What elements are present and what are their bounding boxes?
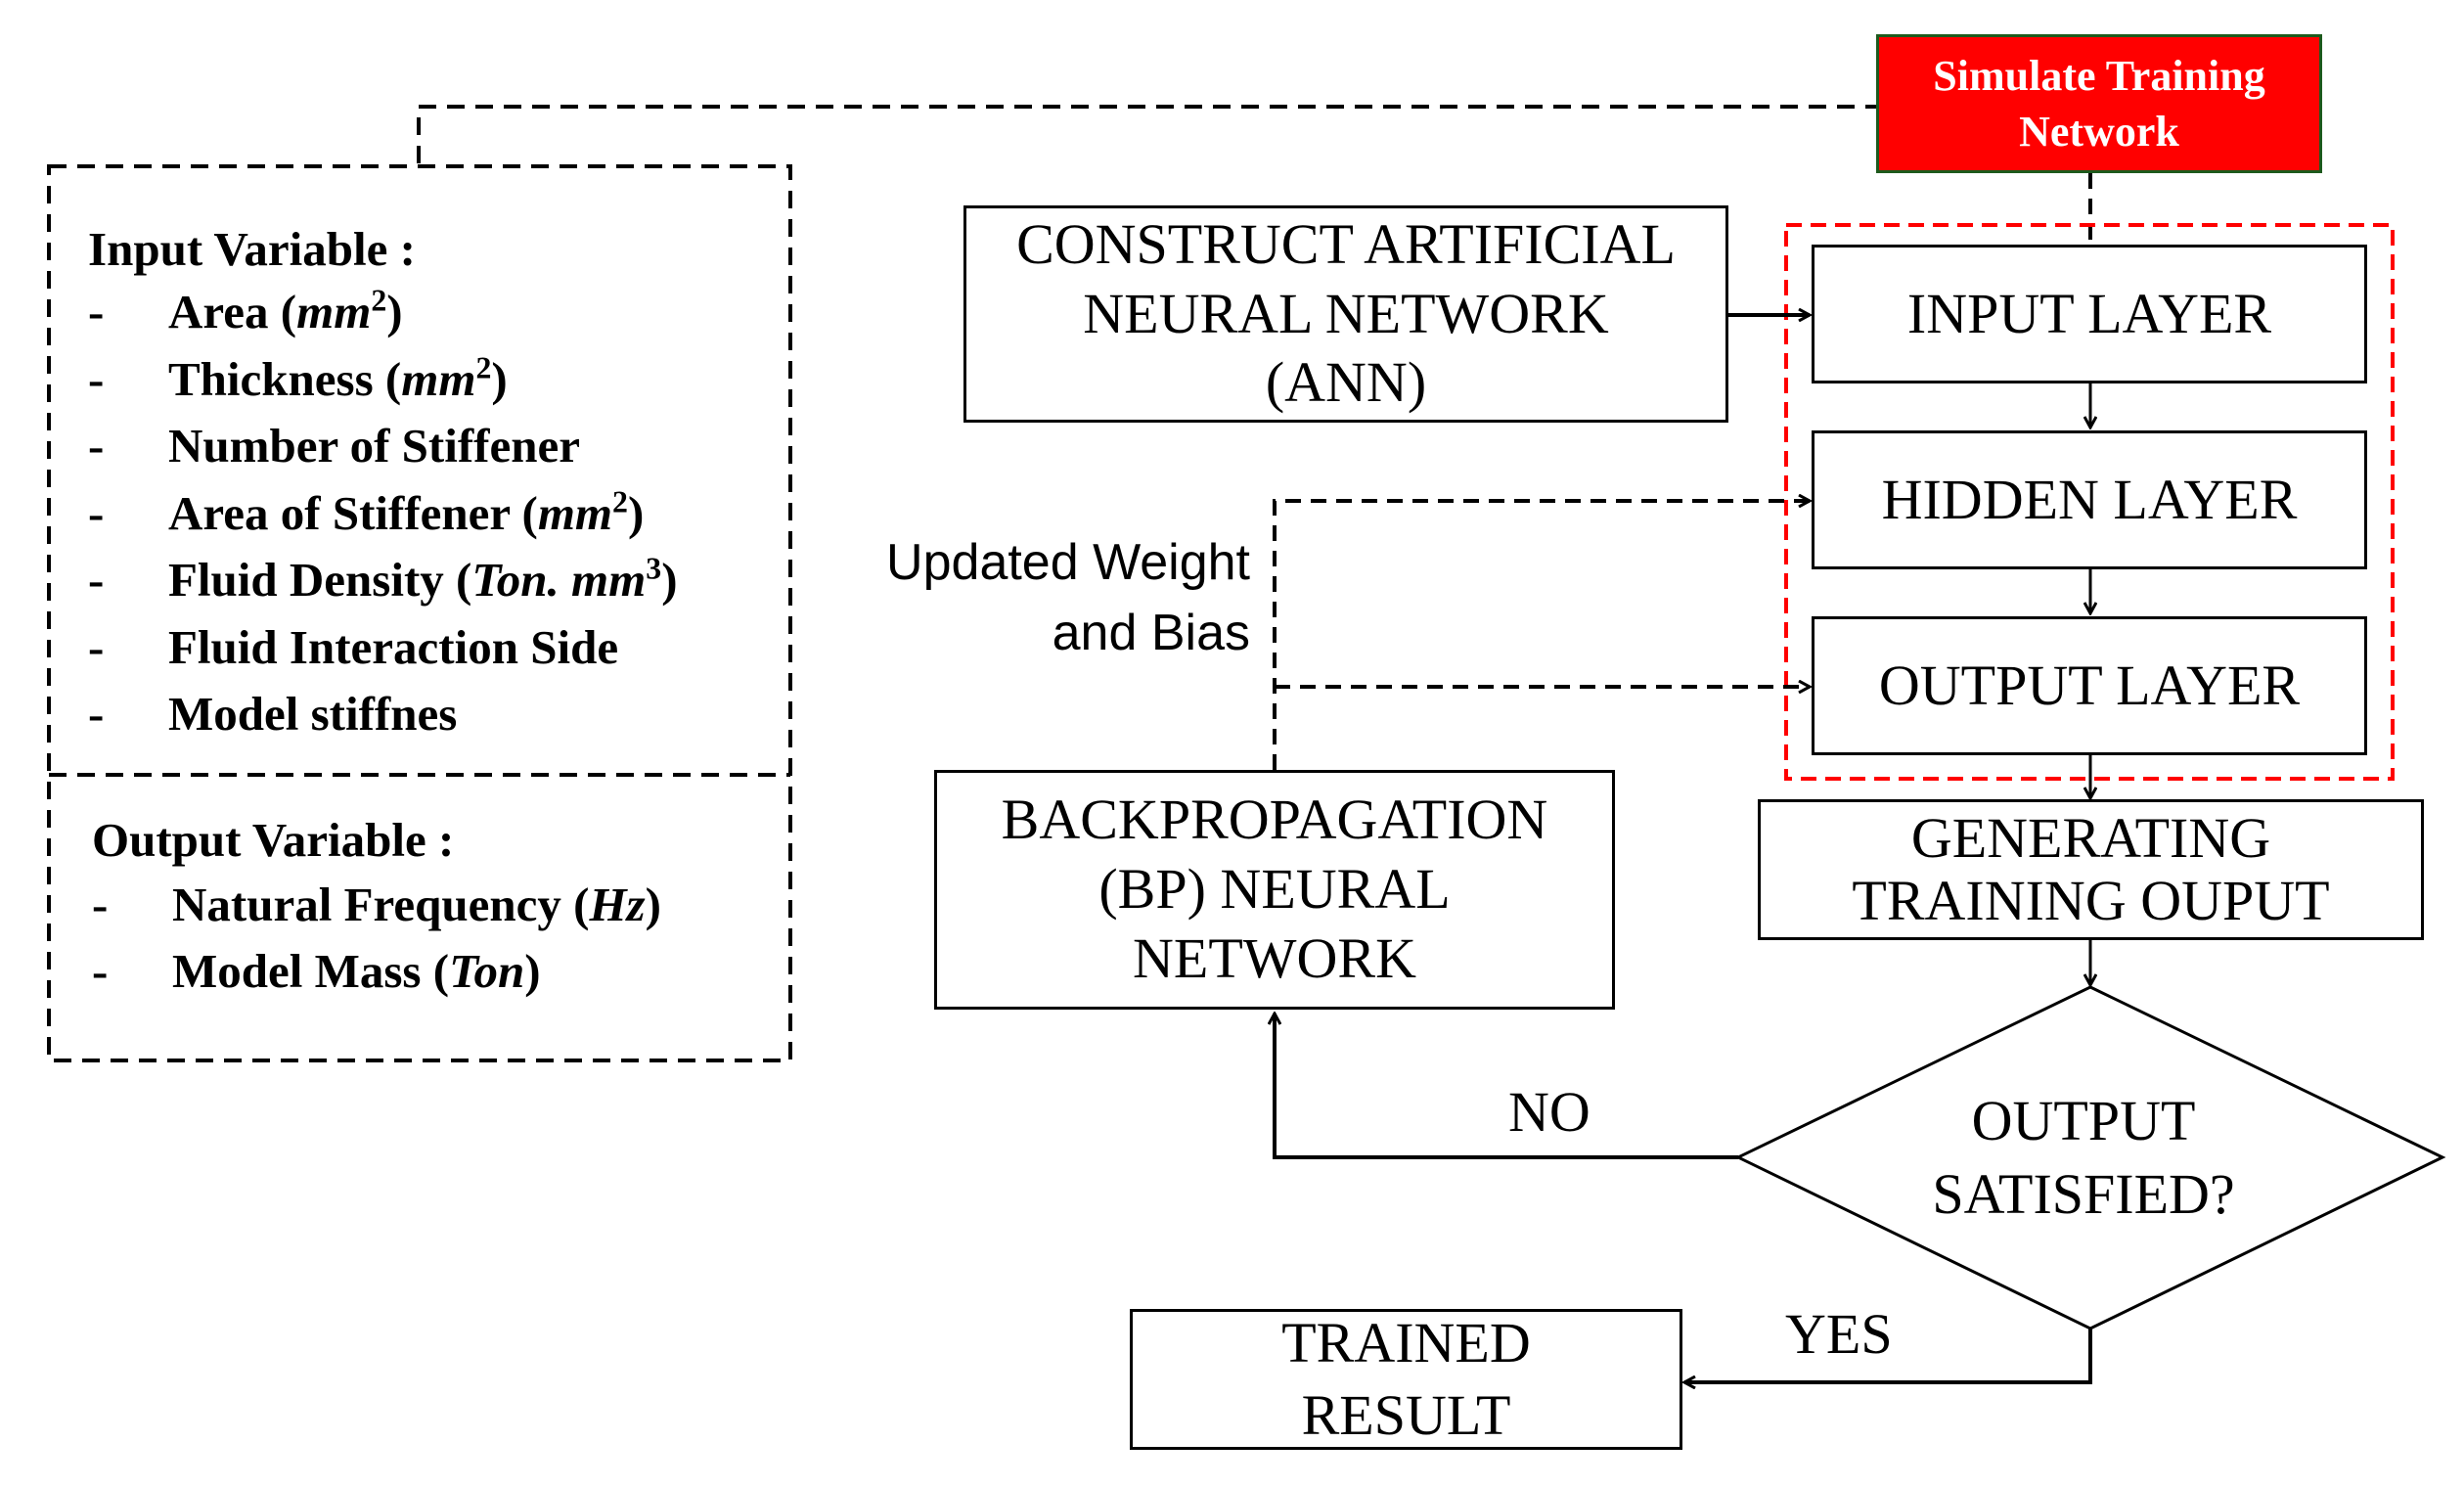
network-group-border [1784, 223, 2395, 781]
variable-item: - Area (mm2) [88, 284, 792, 350]
yes-path-arrow [1684, 1329, 2092, 1382]
variable-item: - Model stiffnes [88, 686, 792, 752]
variable-name: Thickness ( [168, 351, 402, 406]
updated-weight-line-1: Updated Weight [886, 534, 1250, 591]
variable-label: Fluid Density (Ton. mm3) [168, 552, 678, 608]
variable-name: Number of Stiffener [168, 419, 580, 473]
variable-unit: Ton [449, 944, 525, 998]
trained-line-2: RESULT [1301, 1383, 1511, 1447]
variable-item: - Number of Stiffener [88, 418, 792, 484]
variable-unit: mm [537, 485, 613, 540]
construct-ann-line-3: (ANN) [1265, 350, 1427, 415]
backpropagation-box: BACKPROPAGATION (BP) NEURAL NETWORK [934, 770, 1615, 1010]
no-label: NO [1508, 1080, 1590, 1144]
variable-item: - Fluid Density (Ton. mm3) [88, 552, 792, 618]
output-layer-box: OUTPUT LAYER [1812, 616, 2367, 755]
variable-close-paren: ) [491, 351, 508, 406]
variable-unit: mm [296, 285, 372, 338]
bullet-dash: - [88, 419, 105, 473]
generating-line-1: GENERATING [1910, 806, 2271, 871]
yes-label: YES [1785, 1302, 1893, 1366]
variable-name: Model Mass ( [172, 944, 450, 998]
variable-unit: Ton. mm [471, 553, 647, 607]
hidden-layer-label: HIDDEN LAYER [1881, 467, 2298, 531]
variable-unit-exponent: 3 [646, 551, 662, 586]
variable-unit: Hz [589, 878, 646, 931]
variable-label: Area of Stiffener (mm2) [168, 485, 644, 541]
variable-label: Model stiffnes [168, 686, 457, 742]
variable-name: Area ( [168, 285, 297, 338]
output-variables-title: Output Variable : [92, 813, 455, 867]
variable-name: Fluid Density ( [168, 553, 472, 607]
variable-name: Natural Frequency ( [172, 878, 590, 931]
input-variables-title: Input Variable : [88, 222, 416, 276]
variable-label: Area (mm2) [168, 284, 403, 339]
variable-item: - Area of Stiffener (mm2) [88, 485, 792, 552]
variable-label: Natural Frequency (Hz) [172, 877, 661, 932]
bullet-dash: - [88, 351, 105, 406]
trained-line-1: TRAINED [1281, 1310, 1531, 1374]
variable-item: - Model Mass (Ton) [92, 943, 777, 1010]
variable-name: Model stiffnes [168, 687, 458, 741]
construct-ann-box: CONSTRUCT ARTIFICIAL NEURAL NETWORK (ANN… [963, 205, 1728, 423]
generating-line-2: TRAINING OUPUT [1852, 869, 2330, 932]
bullet-dash: - [88, 285, 105, 338]
backprop-line-1: BACKPROPAGATION [1001, 788, 1548, 852]
bullet-dash: - [92, 878, 109, 931]
bullet-dash: - [88, 619, 105, 674]
decision-line-2: SATISFIED? [1932, 1162, 2235, 1227]
simulate-line-1: Simulate Training [1933, 51, 2265, 100]
no-path-arrow [1275, 1014, 1738, 1159]
updated-weight-line-2: and Bias [1052, 604, 1250, 661]
generating-training-output-box: GENERATING TRAINING OUPUT [1758, 799, 2424, 940]
variable-item: - Fluid Interaction Side [88, 619, 792, 686]
variable-name: Area of Stiffener ( [168, 485, 538, 540]
variable-unit-exponent: 2 [475, 349, 492, 384]
output-layer-label: OUTPUT LAYER [1878, 653, 2301, 717]
update-weight-dashed-line [1273, 501, 1810, 770]
variable-label: Model Mass (Ton) [172, 943, 541, 999]
input-variables-list: -Area (mm2)-Thickness (mm2)-Number of St… [88, 284, 792, 753]
bullet-dash: - [92, 944, 109, 998]
variable-close-paren: ) [386, 285, 403, 338]
variable-unit: mm [401, 351, 476, 406]
variable-close-paren: ) [661, 553, 678, 607]
variable-unit-exponent: 2 [612, 483, 628, 518]
variable-close-paren: ) [645, 878, 661, 931]
backprop-line-2: (BP) NEURAL [1098, 857, 1451, 922]
bullet-dash: - [88, 485, 105, 540]
simulate-training-network-box: Simulate Training Network [1876, 34, 2322, 173]
variable-name: Fluid Interaction Side [168, 619, 619, 674]
variable-item: - Thickness (mm2) [88, 351, 792, 418]
variables-panel-border [47, 164, 792, 1062]
variable-label: Number of Stiffener [168, 418, 580, 473]
construct-ann-line-2: NEURAL NETWORK [1083, 281, 1609, 345]
trained-result-box: TRAINED RESULT [1130, 1309, 1682, 1450]
variable-close-paren: ) [524, 944, 541, 998]
backprop-line-3: NETWORK [1133, 925, 1416, 990]
updated-weight-label: Updated Weight and Bias [831, 528, 1250, 669]
variable-label: Thickness (mm2) [168, 351, 508, 407]
variable-unit-exponent: 2 [371, 283, 387, 318]
decision-label: OUTPUT SATISFIED? [1859, 1084, 2308, 1232]
variable-label: Fluid Interaction Side [168, 619, 618, 675]
variable-item: - Natural Frequency (Hz) [92, 877, 777, 943]
construct-ann-line-1: CONSTRUCT ARTIFICIAL [1016, 211, 1676, 276]
decision-line-1: OUTPUT [1971, 1089, 2196, 1152]
simulate-to-variables-dashed-link [417, 105, 1883, 166]
input-layer-box: INPUT LAYER [1812, 245, 2367, 383]
hidden-layer-box: HIDDEN LAYER [1812, 430, 2367, 569]
variable-close-paren: ) [627, 485, 645, 540]
input-layer-label: INPUT LAYER [1906, 281, 2272, 345]
bullet-dash: - [88, 687, 105, 741]
output-variables-list: - Natural Frequency (Hz) - Model Mass (Ton) [92, 877, 777, 1014]
bullet-dash: - [88, 553, 105, 607]
simulate-line-2: Network [2019, 108, 2179, 156]
